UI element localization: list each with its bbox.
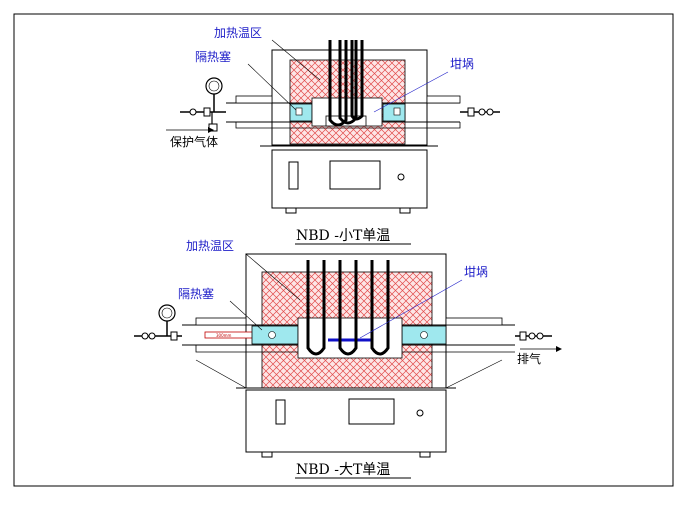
top-pressure-gauge [205,77,223,95]
top-gas-label: 保护气体 [170,134,218,149]
bottom-heating-element-3 [370,260,390,356]
top-power-switch [288,161,299,190]
top-heating-zone-label: 加热温区 [214,26,262,40]
top-display-panel [329,160,381,190]
bottom-furnace: 300mm [134,253,562,458]
bottom-display-panel [348,398,395,425]
bottom-heating-element-1 [306,260,326,356]
top-heating-element-1 [328,40,348,127]
bottom-pressure-gauge [158,304,176,322]
bottom-heating-element-2 [338,260,358,356]
top-furnace [166,40,500,214]
page-border [13,13,674,487]
bottom-crucible-label: 坩埚 [464,265,488,279]
bottom-indicator-knob [416,409,424,417]
bottom-power-switch [275,399,286,425]
top-indicator-knob [397,173,405,181]
top-crucible-label: 坩埚 [450,57,474,71]
top-heating-element-3 [350,40,364,121]
bottom-insulation-plug-label: 隔热塞 [178,286,214,301]
top-insulation-plug-label: 隔热塞 [195,49,231,64]
bottom-heating-zone-label: 加热温区 [186,239,234,253]
bottom-center-chamber [297,317,403,359]
bottom-title: NBD -大T单温 [296,462,390,478]
top-title: NBD -小T单温 [296,228,390,244]
bottom-gas-label: 排气 [517,351,541,366]
bottom-scale-text: 300mm [216,333,232,338]
